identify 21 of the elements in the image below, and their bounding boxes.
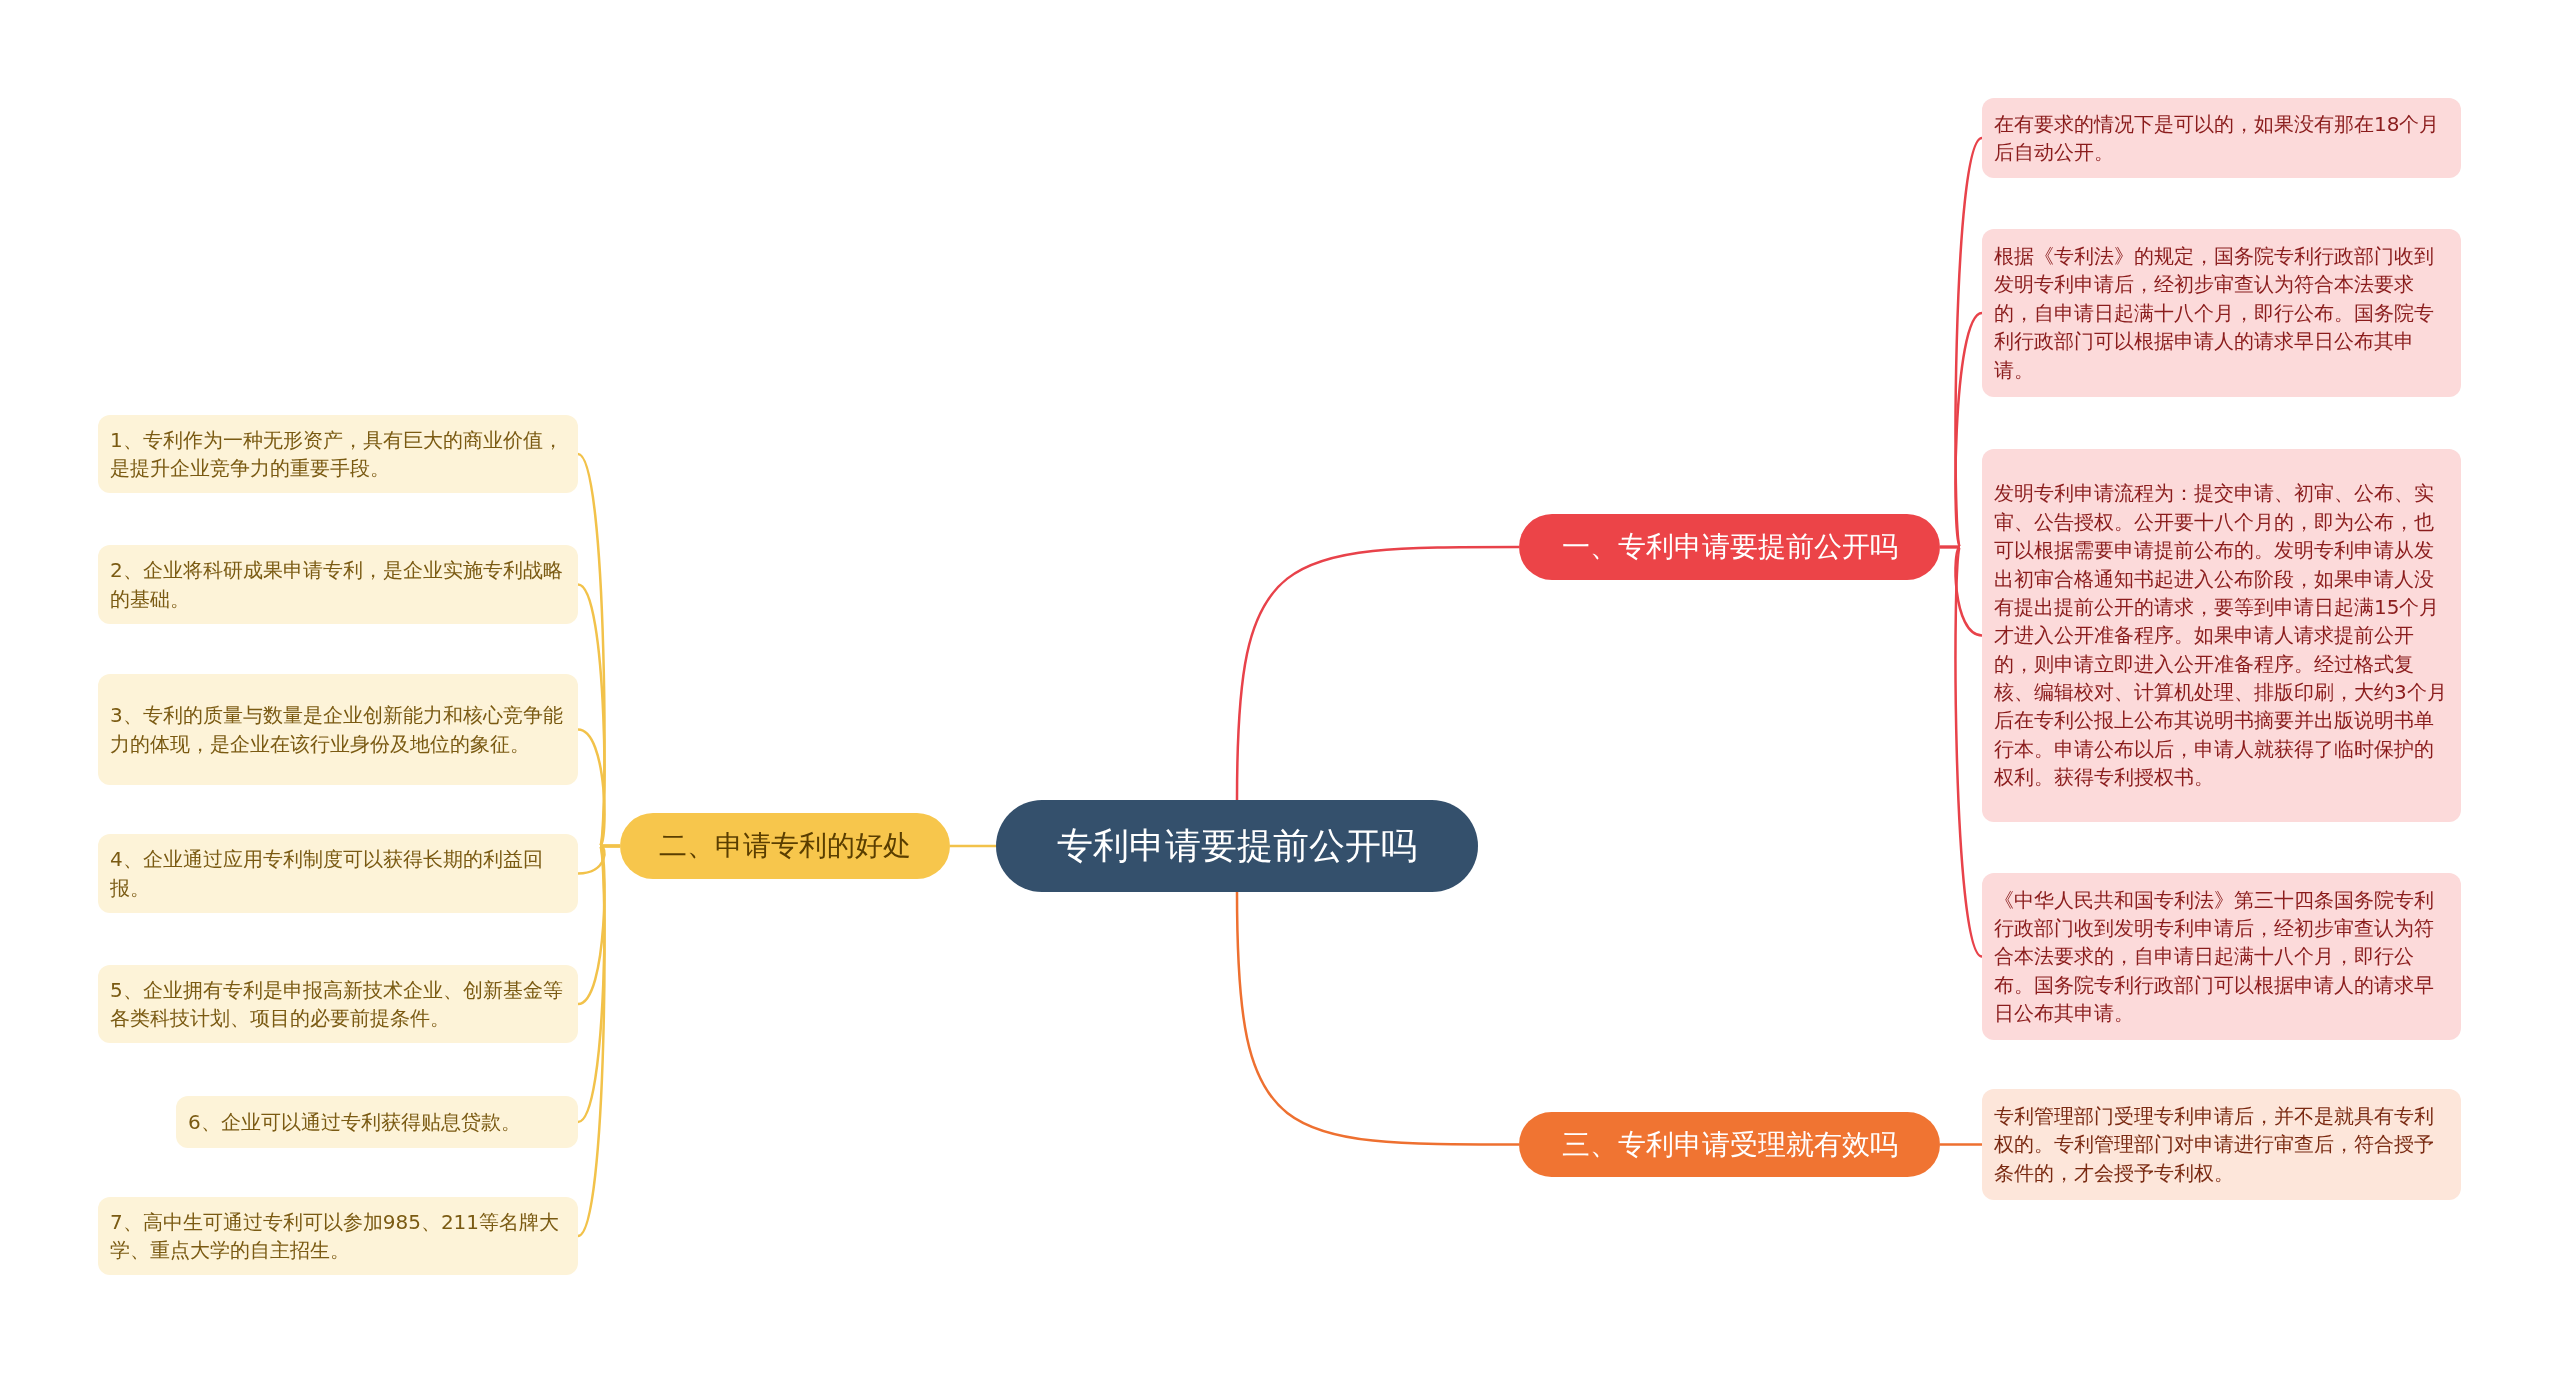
connector-line bbox=[950, 844, 996, 848]
connector-line bbox=[1940, 1143, 1982, 1146]
note-card: 2、企业将科研成果申请专利，是企业实施专利战略的基础。 bbox=[98, 545, 578, 624]
branch-topic: 一、专利申请要提前公开吗 bbox=[1519, 514, 1940, 580]
connector-line bbox=[1235, 891, 1519, 1146]
note-card: 6、企业可以通过专利获得贴息贷款。 bbox=[176, 1096, 578, 1148]
note-card: 根据《专利法》的规定，国务院专利行政部门收到发明专利申请后，经初步审查认为符合本法要求的，自申请日起满十八个月，即行公布。国务院专利行政部门可以根据申请人的请求早日公布其申请。 bbox=[1982, 229, 2461, 397]
note-card: 5、企业拥有专利是申报高新技术企业、创新基金等各类科技计划、项目的必要前提条件。 bbox=[98, 965, 578, 1043]
note-card: 在有要求的情况下是可以的，如果没有那在18个月后自动公开。 bbox=[1982, 98, 2461, 178]
note-card: 7、高中生可通过专利可以参加985、211等名牌大学、重点大学的自主招生。 bbox=[98, 1197, 578, 1275]
note-card: 《中华人民共和国专利法》第三十四条国务院专利行政部门收到发明专利申请后，经初步审查认为符合本法要求的，自申请日起满十八个月，即行公布。国务院专利行政部门可以根据申请人的请求早日公布其申请。 bbox=[1982, 873, 2461, 1040]
note-card: 专利管理部门受理专利申请后，并不是就具有专利权的。专利管理部门对申请进行审查后，符合授予条件的，才会授予专利权。 bbox=[1982, 1089, 2461, 1200]
connector-line bbox=[1940, 545, 1983, 958]
central-topic: 专利申请要提前公开吗 bbox=[996, 800, 1478, 892]
note-card: 1、专利作为一种无形资产，具有巨大的商业价值，是提升企业竞争力的重要手段。 bbox=[98, 415, 578, 493]
note-card: 4、企业通过应用专利制度可以获得长期的利益回报。 bbox=[98, 834, 578, 913]
note-card: 发明专利申请流程为：提交申请、初审、公布、实审、公告授权。公开要十八个月的，即为公布，也可以根据需要申请提前公布的。发明专利申请从发出初审合格通知书起进入公布阶段，如果申请人没有提出提前公开的请求，要等到申请日起满15个月才进入公开准备程序。如果申请人请求提前公开的，则申请立即进入公开准备程序。经过格式复核、编辑校对、计算机处理、排版印刷，大约3个月后在专利公报上公布其说明书摘要并出版说明书单行本。申请公布以后，申请人就获得了临时保护的权利。获得专利授权书。 bbox=[1982, 449, 2461, 822]
connector-line bbox=[1235, 545, 1519, 801]
branch-topic: 二、申请专利的好处 bbox=[620, 813, 950, 879]
branch-topic: 三、专利申请受理就有效吗 bbox=[1519, 1112, 1940, 1177]
note-card: 3、专利的质量与数量是企业创新能力和核心竞争能力的体现，是企业在该行业身份及地位的象征。 bbox=[98, 674, 578, 785]
